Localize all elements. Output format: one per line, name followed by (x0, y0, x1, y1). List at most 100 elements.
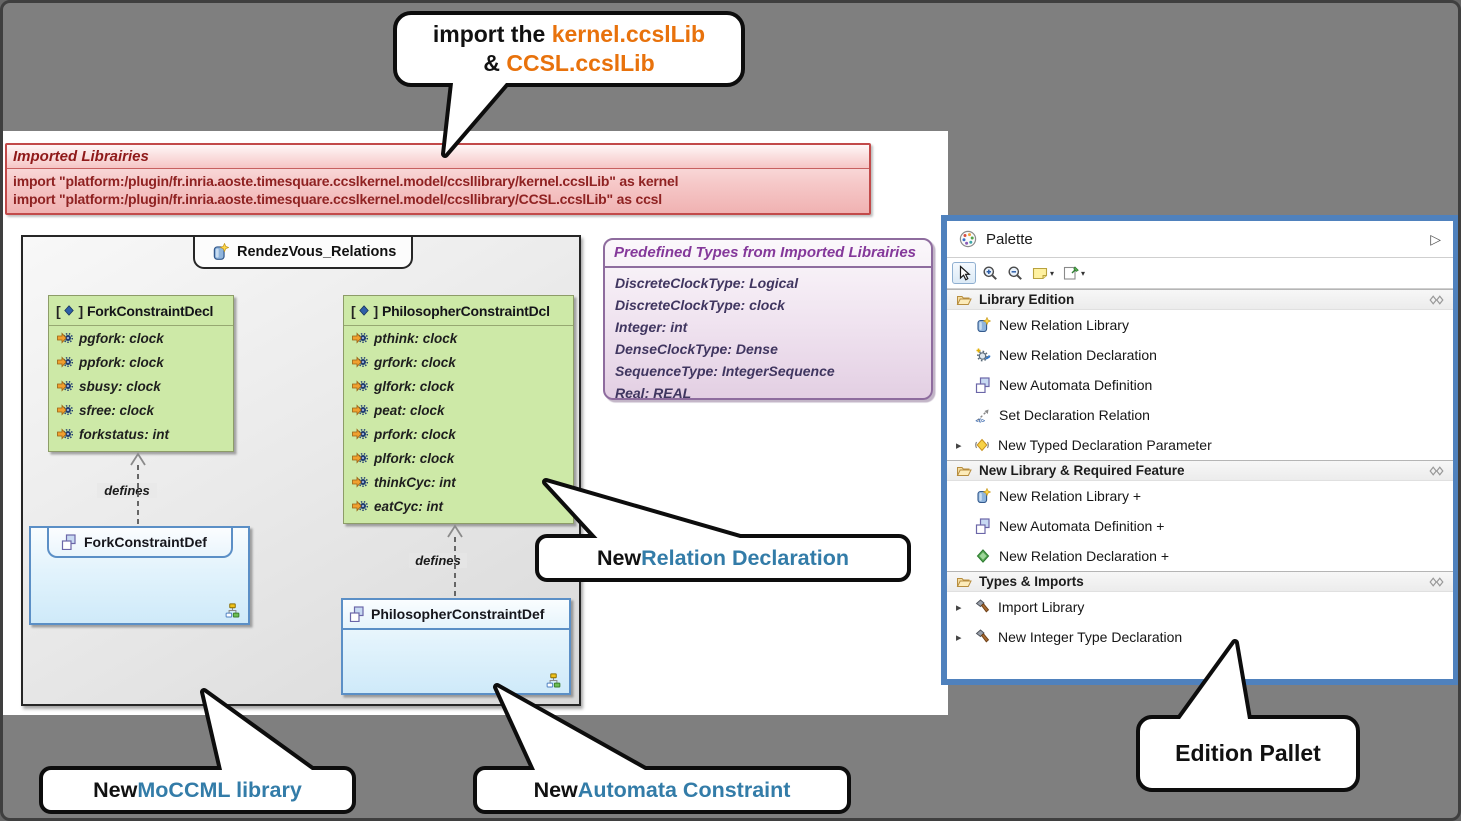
subdiagram-tree-icon[interactable] (545, 673, 562, 688)
automata-constraint-callout-bubble: New Automata Constraint (473, 766, 851, 814)
attribute-label: peat: clock (374, 402, 445, 418)
bracket: [ (351, 302, 356, 319)
expand-arrow-icon[interactable]: ▸ (956, 631, 962, 644)
attribute-icon (57, 378, 73, 394)
bracket: ] (373, 302, 378, 319)
palette-item-new-automata-definition-plus[interactable]: New Automata Definition + (947, 511, 1453, 541)
callout-prefix: New (533, 777, 578, 802)
attribute-label: plfork: clock (374, 450, 455, 466)
pin-note-icon (1063, 265, 1079, 281)
imported-libraries-body: import "platform:/plugin/fr.inria.aoste.… (7, 169, 869, 208)
select-tool-button[interactable] (952, 262, 976, 284)
palette-item-import-library[interactable]: ▸ Import Library (947, 592, 1453, 622)
automata-icon (61, 534, 77, 550)
diagram-title: RendezVous_Relations (237, 244, 397, 260)
palette-item-new-relation-library-plus[interactable]: New Relation Library + (947, 481, 1453, 511)
palette-title: Palette (986, 230, 1033, 248)
attribute-row[interactable]: peat: clock (344, 398, 573, 422)
attribute-row[interactable]: forkstatus: int (49, 422, 233, 446)
attribute-row[interactable]: grfork: clock (344, 350, 573, 374)
philosopher-constraint-def-header[interactable]: PhilosopherConstraintDef (343, 600, 569, 630)
palette-item-new-automata-definition[interactable]: New Automata Definition (947, 370, 1453, 400)
green-diamond-icon (975, 548, 991, 564)
automata-icon (975, 518, 991, 534)
palette-item-new-integer-type-declaration[interactable]: ▸ New Integer Type Declaration (947, 622, 1453, 652)
import-callout-ccsl-lib: CCSL.ccslLib (506, 50, 655, 76)
import-callout-kernel-lib: kernel.ccslLib (551, 21, 706, 47)
attribute-label: eatCyc: int (374, 498, 444, 514)
attribute-label: sbusy: clock (79, 378, 161, 394)
library-icon (975, 317, 991, 333)
relation-declaration-icon (975, 347, 991, 363)
diagram-title-tab[interactable]: RendezVous_Relations (193, 237, 413, 269)
attribute-row[interactable]: prfork: clock (344, 422, 573, 446)
attribute-row[interactable]: pthink: clock (344, 326, 573, 350)
palette-drawer-types-imports[interactable]: Types & Imports (947, 571, 1453, 592)
pin-note-tool-button[interactable]: ▾ (1060, 263, 1088, 283)
collapse-palette-icon[interactable]: ▷ (1430, 230, 1441, 247)
palette-drawer-library-edition[interactable]: Library Edition (947, 289, 1453, 310)
callout-prefix: New (596, 545, 642, 570)
dropdown-caret-icon[interactable]: ▾ (1050, 268, 1055, 278)
relation-declaration-callout-bubble: New Relation Declaration (535, 534, 911, 582)
predefined-type: Integer: int (615, 319, 688, 335)
attribute-icon (352, 330, 368, 346)
palette-item-new-typed-declaration-parameter[interactable]: ▸ New Typed Declaration Parameter (947, 430, 1453, 460)
attribute-row[interactable]: glfork: clock (344, 374, 573, 398)
palette-drawer-label: Types & Imports (979, 574, 1084, 589)
attribute-label: pthink: clock (374, 330, 458, 346)
palette-item-set-declaration-relation[interactable]: Set Declaration Relation (947, 400, 1453, 430)
relation-edge-icon (975, 407, 991, 423)
pin-drawer-icon[interactable] (1429, 466, 1444, 476)
library-icon (975, 488, 991, 504)
dropdown-caret-icon[interactable]: ▾ (1081, 268, 1086, 278)
callout-prefix: New (93, 777, 138, 802)
note-tool-button[interactable]: ▾ (1029, 263, 1057, 283)
palette-item-new-relation-library[interactable]: New Relation Library (947, 310, 1453, 340)
zoom-in-tool-button[interactable] (979, 263, 1001, 283)
attribute-row[interactable]: plfork: clock (344, 446, 573, 470)
zoom-out-tool-button[interactable] (1004, 263, 1026, 283)
attribute-row[interactable]: ppfork: clock (49, 350, 233, 374)
palette-item-new-relation-declaration[interactable]: New Relation Declaration (947, 340, 1453, 370)
decl-box-title: PhilosopherConstraintDcl (381, 302, 550, 319)
palette-item-label: New Relation Library + (999, 488, 1142, 504)
fork-constraint-def-box[interactable]: ForkConstraintDef (29, 526, 250, 625)
expand-arrow-icon[interactable]: ▸ (956, 439, 962, 452)
attribute-icon (57, 402, 73, 418)
attribute-row[interactable]: eatCyc: int (344, 494, 573, 518)
fork-constraint-decl-header[interactable]: [] ForkConstraintDecl (49, 296, 233, 326)
attribute-row[interactable]: pgfork: clock (49, 326, 233, 350)
attribute-label: grfork: clock (374, 354, 456, 370)
palette-item-new-relation-declaration-plus[interactable]: New Relation Declaration + (947, 541, 1453, 571)
palette-header[interactable]: Palette ▷ (947, 221, 1453, 258)
edge-label-defines: defines (409, 553, 467, 568)
fork-constraint-def-header[interactable]: ForkConstraintDef (47, 528, 233, 558)
pin-drawer-icon[interactable] (1429, 295, 1444, 305)
fork-constraint-decl-box[interactable]: [] ForkConstraintDecl pgfork: clock ppfo… (48, 295, 234, 452)
philosopher-constraint-decl-box[interactable]: [] PhilosopherConstraintDcl pthink: cloc… (343, 295, 574, 524)
subdiagram-tree-icon[interactable] (224, 603, 241, 618)
predefined-type: SequenceType: IntegerSequence (615, 363, 835, 379)
palette-item-label: New Relation Declaration (999, 347, 1157, 363)
library-icon (211, 243, 229, 261)
palette-item-label: New Automata Definition + (999, 518, 1165, 534)
open-folder-icon (956, 574, 972, 590)
attribute-icon (352, 378, 368, 394)
cursor-icon (956, 265, 972, 281)
philosopher-constraint-def-box[interactable]: PhilosopherConstraintDef (341, 598, 571, 695)
attribute-icon (352, 354, 368, 370)
philosopher-constraint-decl-header[interactable]: [] PhilosopherConstraintDcl (344, 296, 573, 326)
pin-drawer-icon[interactable] (1429, 577, 1444, 587)
imported-libraries-title: Imported Librairies (7, 145, 869, 169)
attribute-row[interactable]: sfree: clock (49, 398, 233, 422)
declaration-diamond-icon (359, 305, 369, 316)
palette-item-label: New Automata Definition (999, 377, 1153, 393)
attribute-row[interactable]: thinkCyc: int (344, 470, 573, 494)
attribute-label: thinkCyc: int (374, 474, 456, 490)
predefined-types-title: Predefined Types from Imported Librairie… (605, 240, 931, 268)
palette-drawer-new-library-required-feature[interactable]: New Library & Required Feature (947, 460, 1453, 481)
moccml-library-callout-bubble: New MoCCML library (39, 766, 356, 814)
attribute-row[interactable]: sbusy: clock (49, 374, 233, 398)
expand-arrow-icon[interactable]: ▸ (956, 601, 962, 614)
